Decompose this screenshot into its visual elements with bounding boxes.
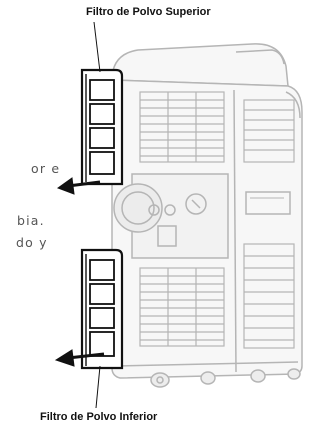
cropped-text-fragment: or e <box>31 161 60 176</box>
lower-dust-filter <box>82 250 122 368</box>
lower-filter-label: Filtro de Polvo Inferior <box>40 411 157 423</box>
cropped-text-fragment: do y <box>16 235 48 250</box>
lower-label-leader <box>96 366 100 408</box>
upper-filter-label: Filtro de Polvo Superior <box>86 6 211 18</box>
exhaust-port <box>114 184 162 232</box>
cropped-text-fragment: bia. <box>17 213 45 228</box>
upper-dust-filter <box>82 70 122 184</box>
upper-label-leader <box>94 22 100 72</box>
air-conditioner-unit <box>112 44 302 387</box>
